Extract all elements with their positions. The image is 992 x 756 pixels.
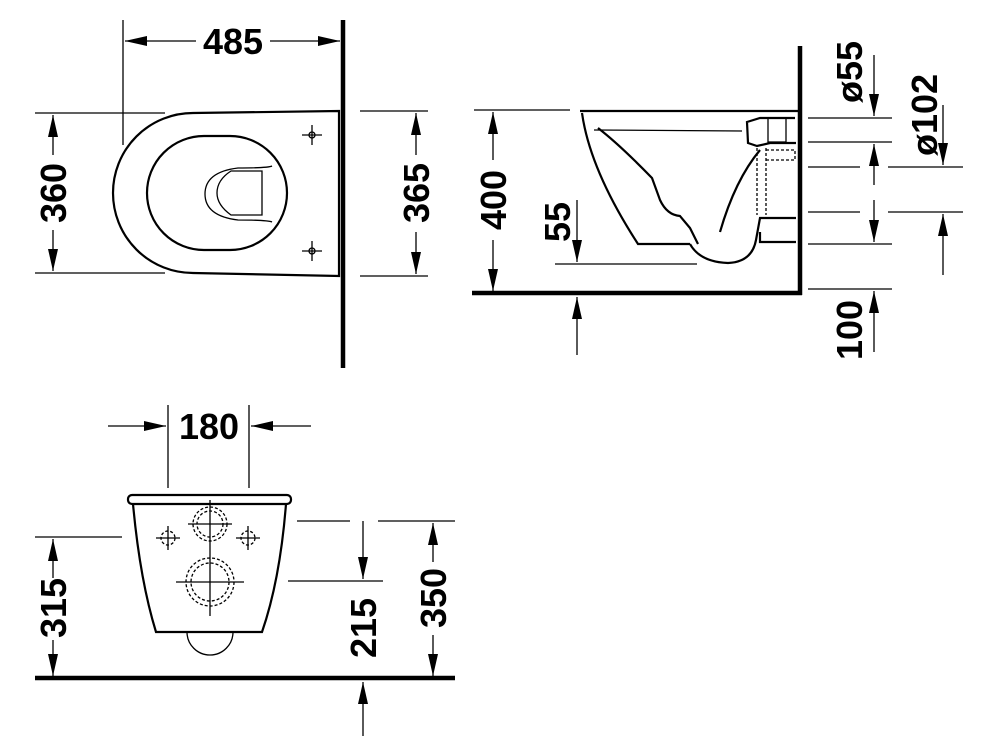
bolt-hole-icon xyxy=(236,526,260,550)
inlet-diameter-label: ø55 xyxy=(829,41,870,103)
side-view: 400 55 ø55 ø102 100 xyxy=(472,41,963,360)
toilet-outline-top xyxy=(111,109,341,278)
depth-left-label: 360 xyxy=(33,163,74,223)
outlet-connection-icon xyxy=(176,548,244,616)
bowl-drain xyxy=(216,170,263,216)
outlet-drop-label: 55 xyxy=(537,202,578,242)
inlet-height-label: 315 xyxy=(33,578,74,638)
bowl-well xyxy=(204,165,273,223)
bolt-spacing-label: 180 xyxy=(179,406,239,447)
width-dimension-label: 485 xyxy=(203,21,263,62)
total-height-label: 350 xyxy=(413,568,454,628)
bolt-hole-icon xyxy=(156,526,180,550)
top-view: 485 360 365 xyxy=(33,20,437,368)
toilet-base xyxy=(186,631,234,656)
height-label: 400 xyxy=(473,170,514,230)
depth-right-label: 365 xyxy=(396,163,437,223)
bowl-trapway xyxy=(597,127,699,245)
outlet-height-label: 215 xyxy=(343,598,384,658)
inlet-connection-icon xyxy=(188,500,232,548)
front-view: 180 315 215 350 xyxy=(33,405,455,736)
bowl-opening xyxy=(145,134,289,252)
screw-hole-icon xyxy=(302,125,322,145)
floor-offset-label: 100 xyxy=(829,300,870,360)
screw-hole-icon xyxy=(302,241,322,261)
toilet-body-front xyxy=(131,503,288,634)
outlet-diameter-label: ø102 xyxy=(904,74,945,156)
toilet-profile xyxy=(580,109,800,265)
